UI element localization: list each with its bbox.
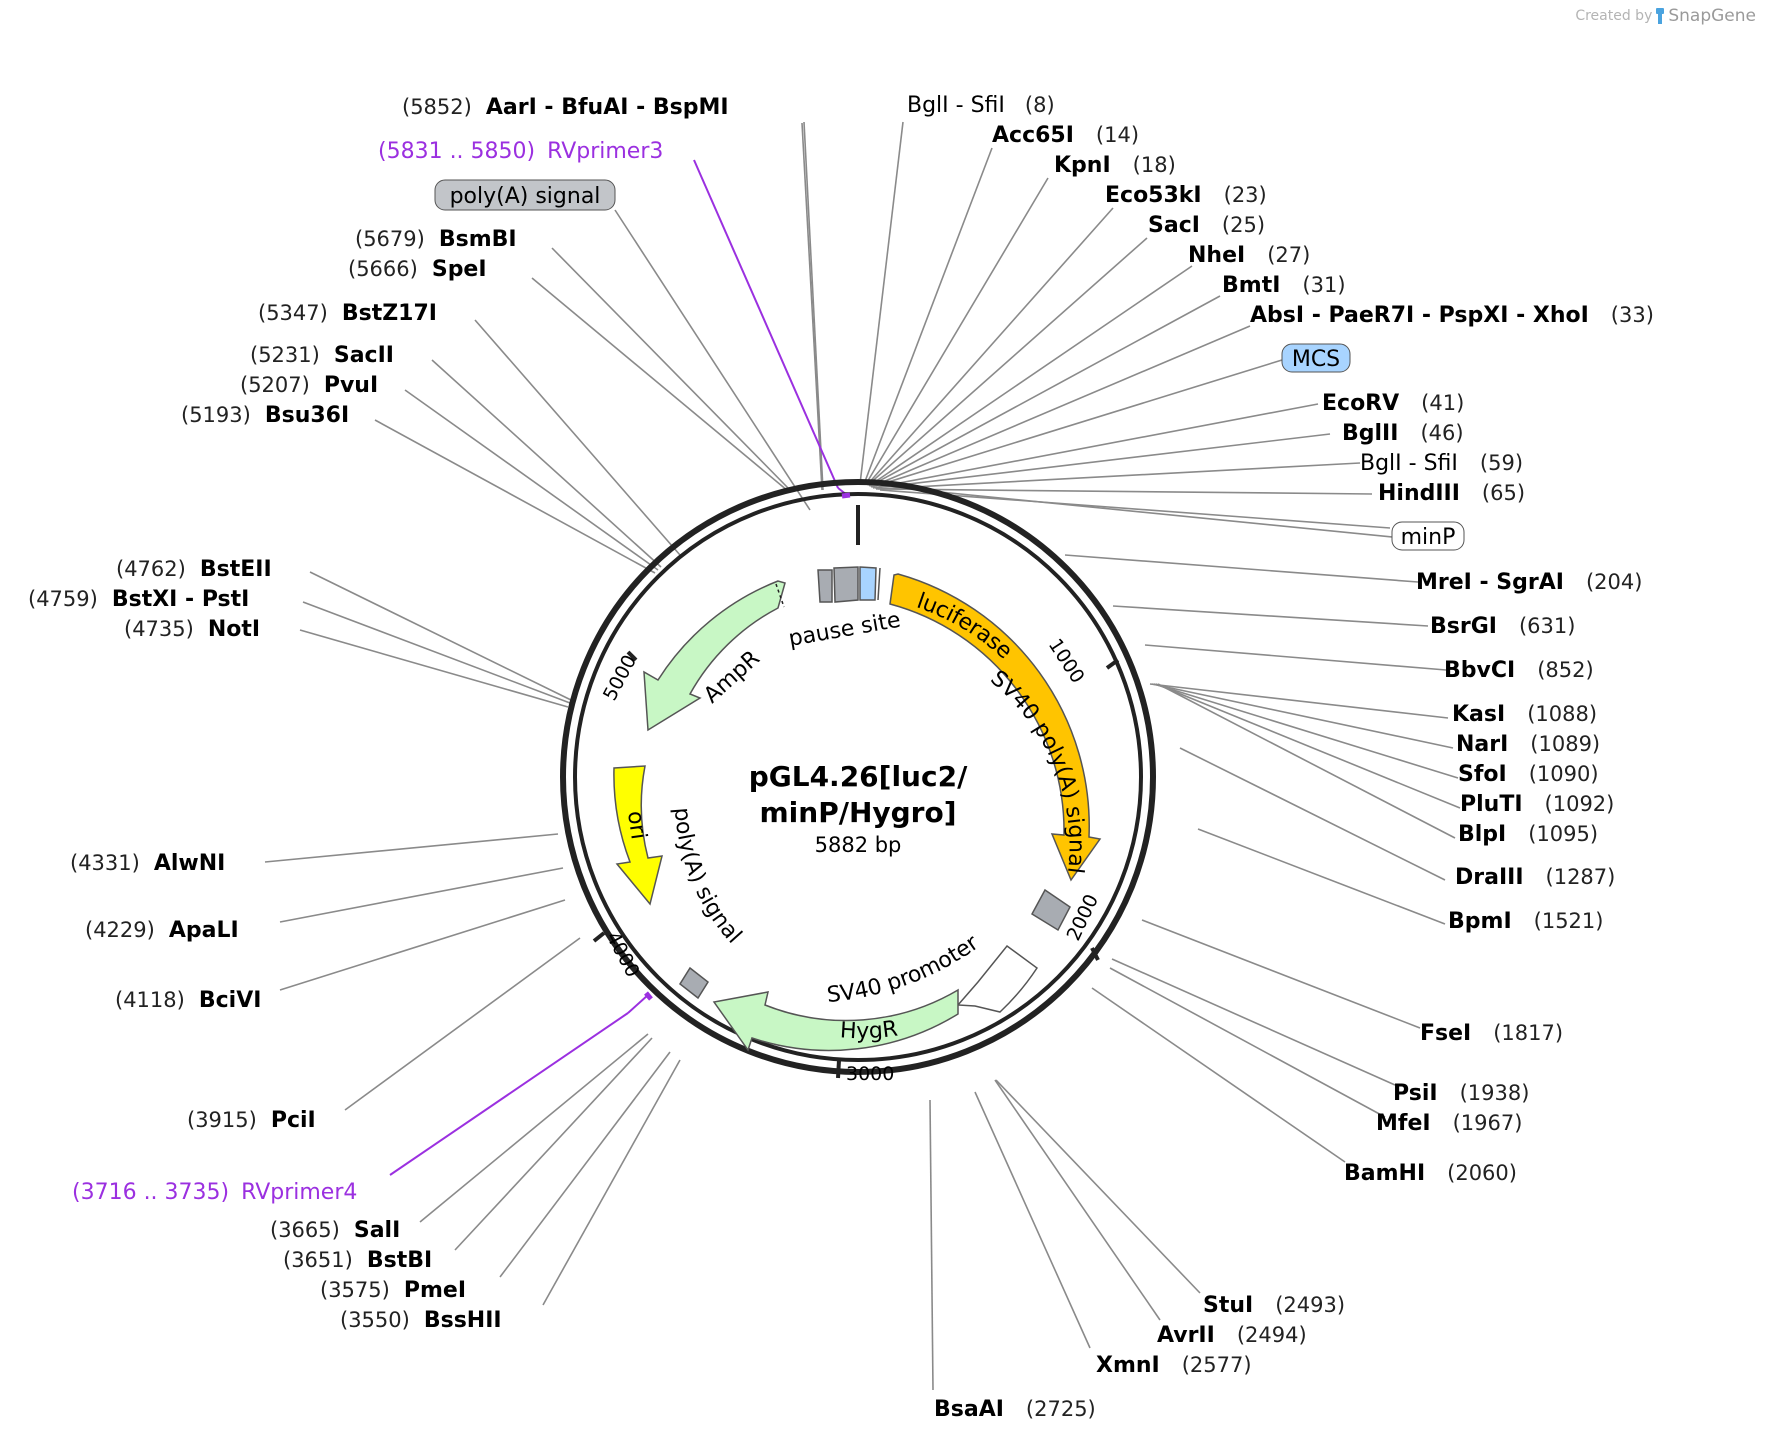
primer-rv4: (3716 .. 3735)RVprimer4 [72, 1180, 357, 1205]
site-label: (4331)AlwNI [70, 851, 225, 876]
mcs-box [859, 566, 877, 601]
site-label: BamHI(2060) [1344, 1161, 1517, 1186]
site-label: DraIII(1287) [1455, 865, 1615, 890]
plasmid-name-line1: pGL4.26[luc2/ [749, 760, 968, 793]
site-label: BsaAI(2725) [934, 1397, 1096, 1422]
snapgene-credit: Created by SnapGene [1575, 6, 1756, 26]
site-label: NheI(27) [1188, 243, 1310, 268]
site-label: PluTI(1092) [1460, 792, 1614, 817]
primer-rv3: (5831 .. 5850)RVprimer3 [378, 139, 663, 164]
minp-tag-label: minP [1401, 525, 1456, 550]
site-label: BmtI(31) [1222, 273, 1346, 298]
backbone-outer [560, 479, 1156, 1075]
site-label: KpnI(18) [1054, 153, 1176, 178]
ampr-arrow [643, 580, 786, 732]
tick-label-5000: 5000 [599, 651, 641, 704]
pause-box-1 [817, 569, 833, 603]
site-label: BpmI(1521) [1448, 909, 1603, 934]
sv40-polya-box [1031, 888, 1071, 932]
backbone-inner [573, 492, 1143, 1062]
minp-mark [877, 567, 881, 601]
credit-brand: SnapGene [1668, 6, 1756, 26]
site-label: (3665)SalI [270, 1218, 400, 1243]
primer3-mark [841, 492, 851, 499]
site-label: (3575)PmeI [320, 1278, 466, 1303]
tick-label-3000: 3000 [846, 1063, 894, 1085]
credit-text: Created by [1575, 8, 1653, 24]
primer-leaders [389, 159, 848, 1176]
site-label: SacI(25) [1148, 213, 1265, 238]
leader-lines [264, 121, 1461, 1391]
polya-signal-tag [434, 179, 616, 211]
site-label: NarI(1089) [1456, 732, 1600, 757]
site-label: MreI - SgrAI(204) [1416, 570, 1642, 595]
ori-arrow [613, 765, 663, 906]
site-label: AvrII(2494) [1157, 1323, 1307, 1348]
site-label: (3915)PciI [187, 1108, 316, 1133]
site-label: MfeI(1967) [1376, 1111, 1522, 1136]
site-label: (5679)BsmBI [355, 227, 517, 252]
site-label: (5193)Bsu36I [181, 403, 349, 428]
site-label: KasI(1088) [1452, 702, 1597, 727]
site-label: (3550)BssHII [340, 1308, 502, 1333]
plasmid-size: 5882 bp [815, 833, 902, 857]
site-label: EcoRV(41) [1322, 391, 1464, 416]
site-label: (5207)PvuI [240, 373, 378, 398]
site-label: (4229)ApaLI [85, 918, 239, 943]
plasmid-name-line2: minP/Hygro] [759, 796, 956, 829]
hygr-label: HygR [839, 1017, 899, 1045]
site-label: BbvCI(852) [1444, 658, 1594, 683]
site-label: BglI - SfiI(59) [1360, 451, 1523, 476]
site-label: PsiI(1938) [1393, 1081, 1529, 1106]
site-label: (5852)AarI - BfuAI - BspMI [402, 95, 729, 120]
restriction-sites: (5852)AarI - BfuAI - BspMI BglI - SfiI(8… [28, 93, 1654, 1422]
snapgene-logo-icon [1656, 8, 1665, 24]
tick-marks [592, 505, 1120, 1079]
site-label: (4759)BstXI - PstI [28, 587, 249, 612]
pause-site-label: pause site [787, 608, 903, 652]
ampr-dotted [775, 583, 785, 608]
site-label: (5347)BstZ17I [258, 301, 437, 326]
tick-label-1000: 1000 [1044, 635, 1089, 688]
site-label: (5666)SpeI [348, 257, 487, 282]
site-label: Acc65I(14) [992, 123, 1139, 148]
site-label: (4735)NotI [124, 617, 260, 642]
site-label: XmnI(2577) [1096, 1353, 1252, 1378]
site-label: Eco53kI(23) [1105, 183, 1267, 208]
site-label: AbsI - PaeR7I - PspXI - XhoI(33) [1250, 303, 1654, 328]
site-label: (4762)BstEII [116, 557, 272, 582]
site-label: StuI(2493) [1203, 1293, 1345, 1318]
mcs-tag [1281, 343, 1351, 373]
site-label: HindIII(65) [1378, 481, 1525, 506]
site-label: (5231)SacII [250, 343, 394, 368]
primer4-mark [644, 991, 653, 1001]
site-label: (3651)BstBI [283, 1248, 432, 1273]
site-label: SfoI(1090) [1458, 762, 1599, 787]
site-label: BsrGI(631) [1430, 614, 1575, 639]
tick-label-2000: 2000 [1063, 891, 1103, 944]
luciferase-label: luciferase [914, 589, 1017, 664]
sv40-promoter-label: SV40 promoter [826, 930, 984, 1008]
site-label: BglI - SfiI(8) [907, 93, 1055, 118]
minp-tag [1391, 521, 1465, 551]
site-label: FseI(1817) [1420, 1021, 1563, 1046]
polya-signal-box [679, 966, 709, 1000]
ori-label: ori [622, 809, 651, 841]
polya-signal-tag-label: poly(A) signal [450, 184, 601, 209]
site-label: BglII(46) [1342, 421, 1464, 446]
luciferase-arrow [889, 573, 1102, 882]
pause-box-2 [833, 566, 859, 603]
hygr-arrow [712, 988, 959, 1052]
mcs-tag-label: MCS [1292, 347, 1340, 372]
site-label: BlpI(1095) [1458, 822, 1598, 847]
polya-signal-label: poly(A) signal [669, 807, 746, 949]
site-label: (4118)BciVI [115, 988, 261, 1013]
